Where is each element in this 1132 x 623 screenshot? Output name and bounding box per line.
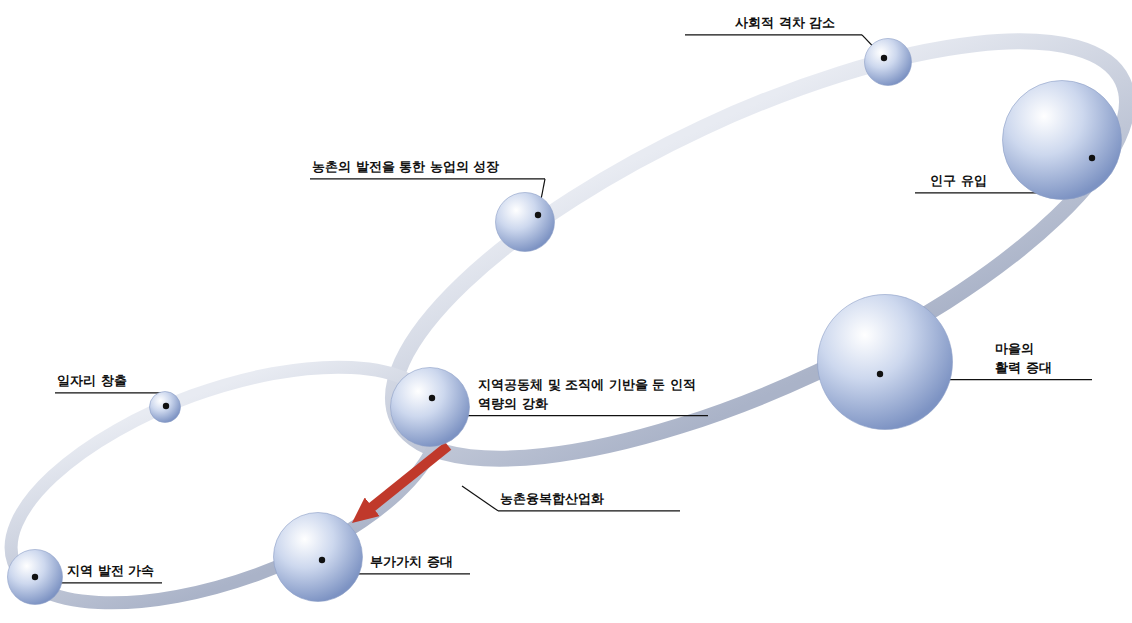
sphere xyxy=(274,513,363,602)
sphere-caption: 사회적 격차 감소 xyxy=(735,14,835,33)
sphere-caption: 지역공동체 및 조직에 기반을 둔 인적 역량의 강화 xyxy=(478,376,706,414)
sphere-node: 지역 발전 가속 xyxy=(7,549,63,605)
caption-underline xyxy=(310,178,545,179)
sphere-graphic xyxy=(273,512,363,602)
caption-underline xyxy=(55,392,165,393)
large-ring-band xyxy=(340,0,1132,541)
sphere-graphic xyxy=(149,391,181,423)
sphere-graphic xyxy=(1002,80,1122,200)
sphere xyxy=(391,368,470,447)
sphere-caption: 농촌의 발전을 통한 농업의 성장 xyxy=(312,158,499,177)
sphere xyxy=(865,39,912,86)
sphere-graphic xyxy=(495,192,555,252)
leader-dot xyxy=(881,55,887,61)
sphere-graphic xyxy=(817,294,953,430)
sphere-caption: 인구 유입 xyxy=(930,172,987,191)
sphere xyxy=(818,295,953,430)
leader-dot xyxy=(163,403,169,409)
sphere-caption: 부가가치 증대 xyxy=(370,553,453,572)
sphere xyxy=(8,550,63,605)
edge-label: 농촌융복합산업화 xyxy=(500,490,604,509)
sphere-node: 지역공동체 및 조직에 기반을 둔 인적 역량의 강화 xyxy=(390,367,470,447)
caption-underline xyxy=(440,415,708,416)
sphere xyxy=(1003,81,1122,200)
sphere-node: 농촌의 발전을 통한 농업의 성장 xyxy=(495,192,555,252)
sphere-caption: 마을의 활력 증대 xyxy=(995,340,1057,378)
sphere xyxy=(496,193,555,252)
process-arrow xyxy=(368,446,449,511)
small-ring-band xyxy=(0,319,469,623)
sphere-node: 일자리 창출 xyxy=(149,391,181,423)
leader-dot xyxy=(535,212,541,218)
sphere-graphic xyxy=(390,367,470,447)
leader-dot xyxy=(1089,155,1095,161)
label-underline xyxy=(498,510,680,511)
sphere xyxy=(150,392,181,423)
leader-dot xyxy=(319,557,325,563)
sphere-caption: 일자리 창출 xyxy=(57,372,127,391)
leader-line xyxy=(462,486,498,511)
sphere-graphic xyxy=(864,38,912,86)
sphere-graphic xyxy=(7,549,63,605)
sphere-node: 마을의 활력 증대 xyxy=(817,294,953,430)
leader-dot xyxy=(429,395,435,401)
sphere-node: 사회적 격차 감소 xyxy=(864,38,912,86)
sphere-node: 인구 유입 xyxy=(1002,80,1122,200)
leader-dot xyxy=(877,371,883,377)
leader-lines xyxy=(35,35,1092,583)
sphere-node: 부가가치 증대 xyxy=(273,512,363,602)
caption-underline xyxy=(685,34,862,35)
sphere-caption: 지역 발전 가속 xyxy=(67,562,154,581)
leader-dot xyxy=(32,574,38,580)
